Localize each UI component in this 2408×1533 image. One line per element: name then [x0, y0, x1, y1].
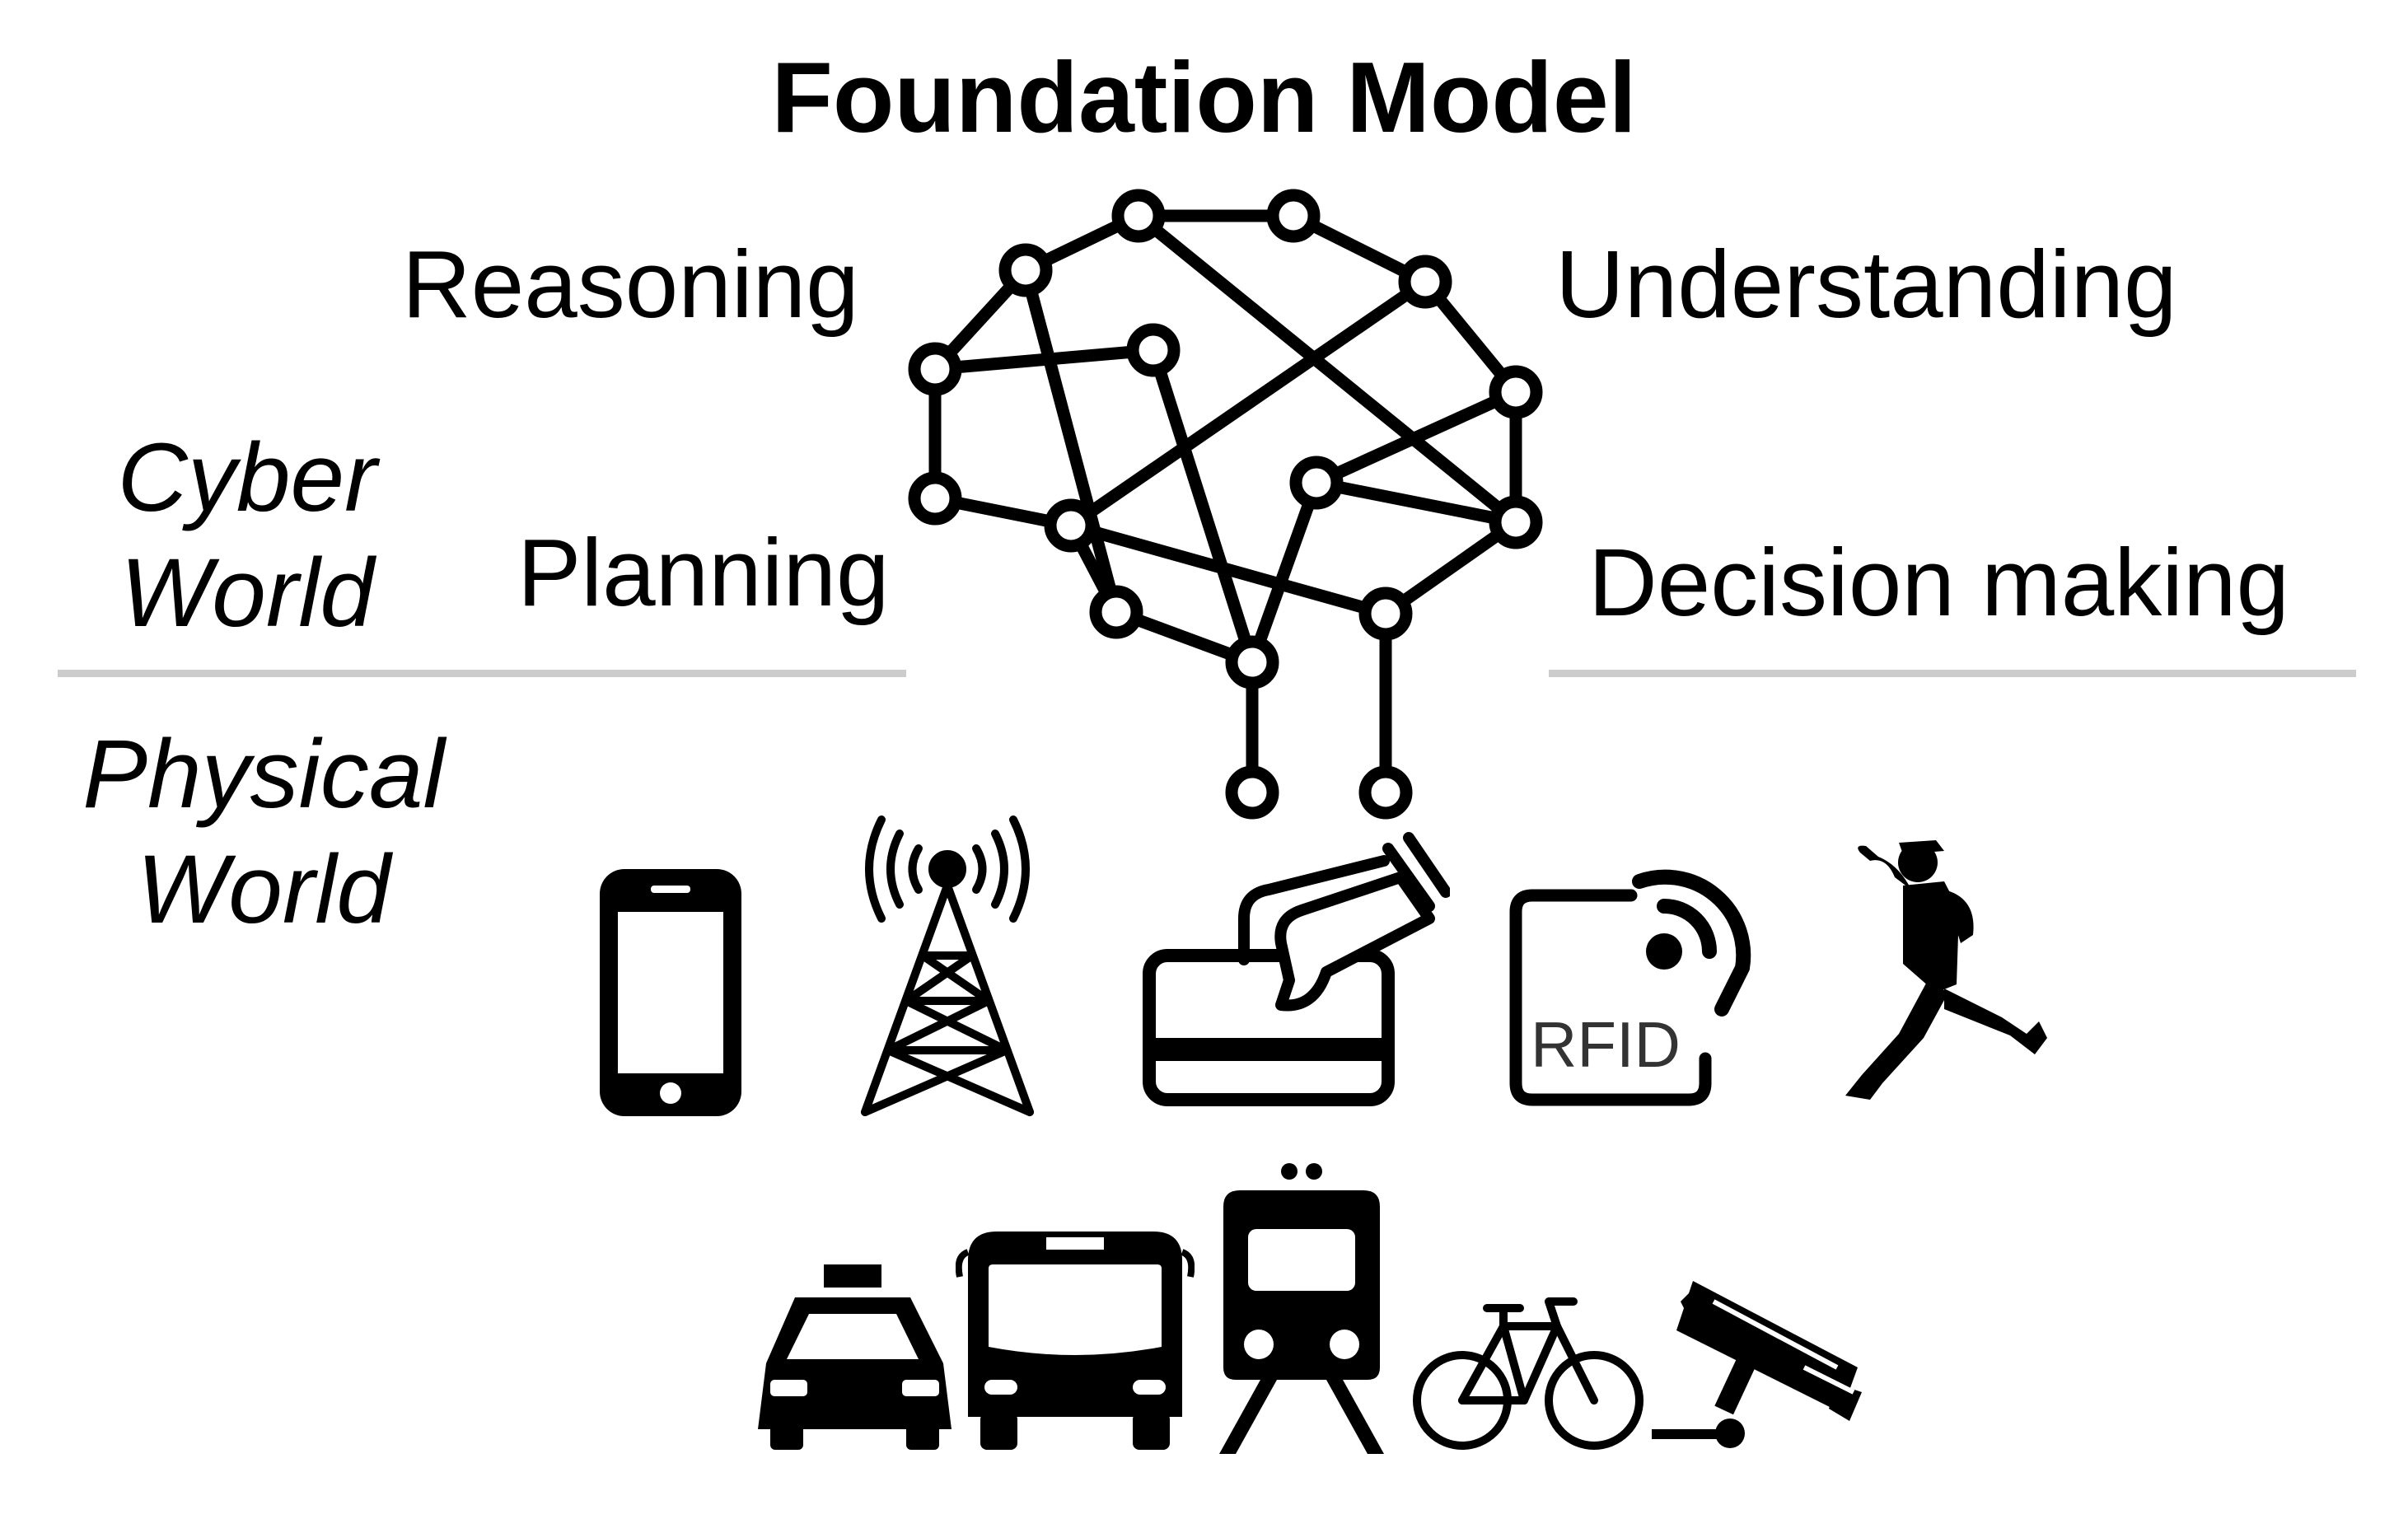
- bicycle-icon: [1413, 1297, 1644, 1450]
- physical-world-line2: World: [136, 835, 391, 944]
- running-person-icon: [1845, 840, 2047, 1100]
- cyber-physical-divider-right: [1549, 670, 2356, 677]
- cyber-physical-divider-left: [58, 670, 906, 677]
- cyber-world-line1: Cyber: [117, 423, 377, 532]
- physical-world-line1: Physical: [82, 720, 445, 829]
- cyber-world-label: Cyber World: [66, 420, 428, 651]
- rfid-text: RFID: [1531, 1008, 1681, 1081]
- planning-label: Planning: [517, 519, 890, 626]
- physical-world-label: Physical World: [66, 717, 461, 947]
- cyber-world-line2: World: [119, 539, 375, 647]
- smartphone-icon: [600, 869, 741, 1116]
- bus-icon: [956, 1232, 1195, 1450]
- card-payment-icon: [1143, 832, 1450, 1106]
- page-title: Foundation Model: [771, 41, 1637, 153]
- reasoning-label: Reasoning: [402, 231, 859, 338]
- rfid-icon: RFID: [1509, 869, 1751, 1106]
- train-icon: [1219, 1163, 1384, 1454]
- surveillance-camera-icon: [1652, 1281, 1862, 1448]
- decision-making-label: Decision making: [1588, 529, 2290, 636]
- understanding-label: Understanding: [1555, 231, 2177, 338]
- cell-tower-icon: [861, 816, 1034, 1116]
- taxi-icon: [758, 1264, 952, 1450]
